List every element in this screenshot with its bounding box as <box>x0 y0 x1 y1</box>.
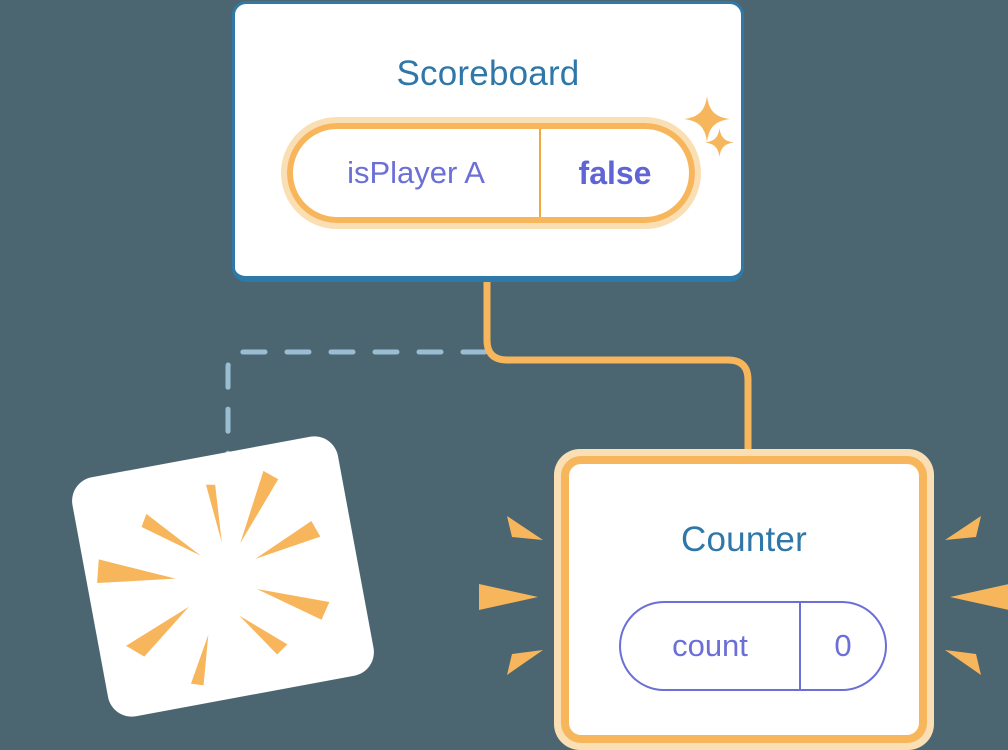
counter-rays-right <box>945 516 1008 675</box>
counter-state-value: 0 <box>834 628 852 663</box>
pill-divider <box>799 603 801 689</box>
burst-ray-2 <box>240 470 279 544</box>
pill-divider <box>539 129 541 217</box>
sparkle-large-icon <box>684 96 730 142</box>
burst-ray-8 <box>239 615 288 655</box>
ray-left-lower <box>507 650 543 675</box>
scoreboard-state-pill[interactable]: isPlayer A false <box>281 117 701 229</box>
burst-ray-3 <box>141 513 201 556</box>
ray-left-middle <box>479 584 538 610</box>
burst-ray-9 <box>190 634 209 686</box>
burst-card[interactable] <box>68 432 378 721</box>
counter-state-pill[interactable]: count 0 <box>619 601 887 691</box>
burst-ray-group <box>97 470 330 686</box>
scoreboard-to-counter-connector <box>483 280 752 470</box>
ray-right-middle <box>950 584 1008 610</box>
sparkle-small-icon <box>705 128 734 157</box>
counter-card-surface: Counter count 0 <box>561 456 927 743</box>
pill-body: isPlayer A false <box>287 123 695 223</box>
scoreboard-state-key: isPlayer A <box>347 155 485 190</box>
ray-right-upper <box>945 516 981 540</box>
counter-state-key: count <box>672 628 748 663</box>
burst-ray-7 <box>126 606 189 657</box>
counter-rays-left <box>479 516 543 675</box>
scoreboard-state-value: false <box>578 154 652 191</box>
burst-ray-1 <box>205 484 222 543</box>
burst-ray-4 <box>255 520 321 559</box>
scoreboard-title: Scoreboard <box>396 54 580 93</box>
burst-ray-5 <box>97 559 176 584</box>
counter-title: Counter <box>681 520 807 559</box>
ray-right-lower <box>945 650 981 675</box>
ray-left-upper <box>507 516 543 540</box>
burst-ray-6 <box>256 589 330 620</box>
scoreboard-card[interactable]: Scoreboard isPlayer A false <box>232 1 744 282</box>
pill-highlight-glow <box>281 117 701 229</box>
scoreboard-to-burst-card-connector <box>225 349 488 471</box>
counter-card[interactable]: Counter count 0 <box>554 449 934 750</box>
